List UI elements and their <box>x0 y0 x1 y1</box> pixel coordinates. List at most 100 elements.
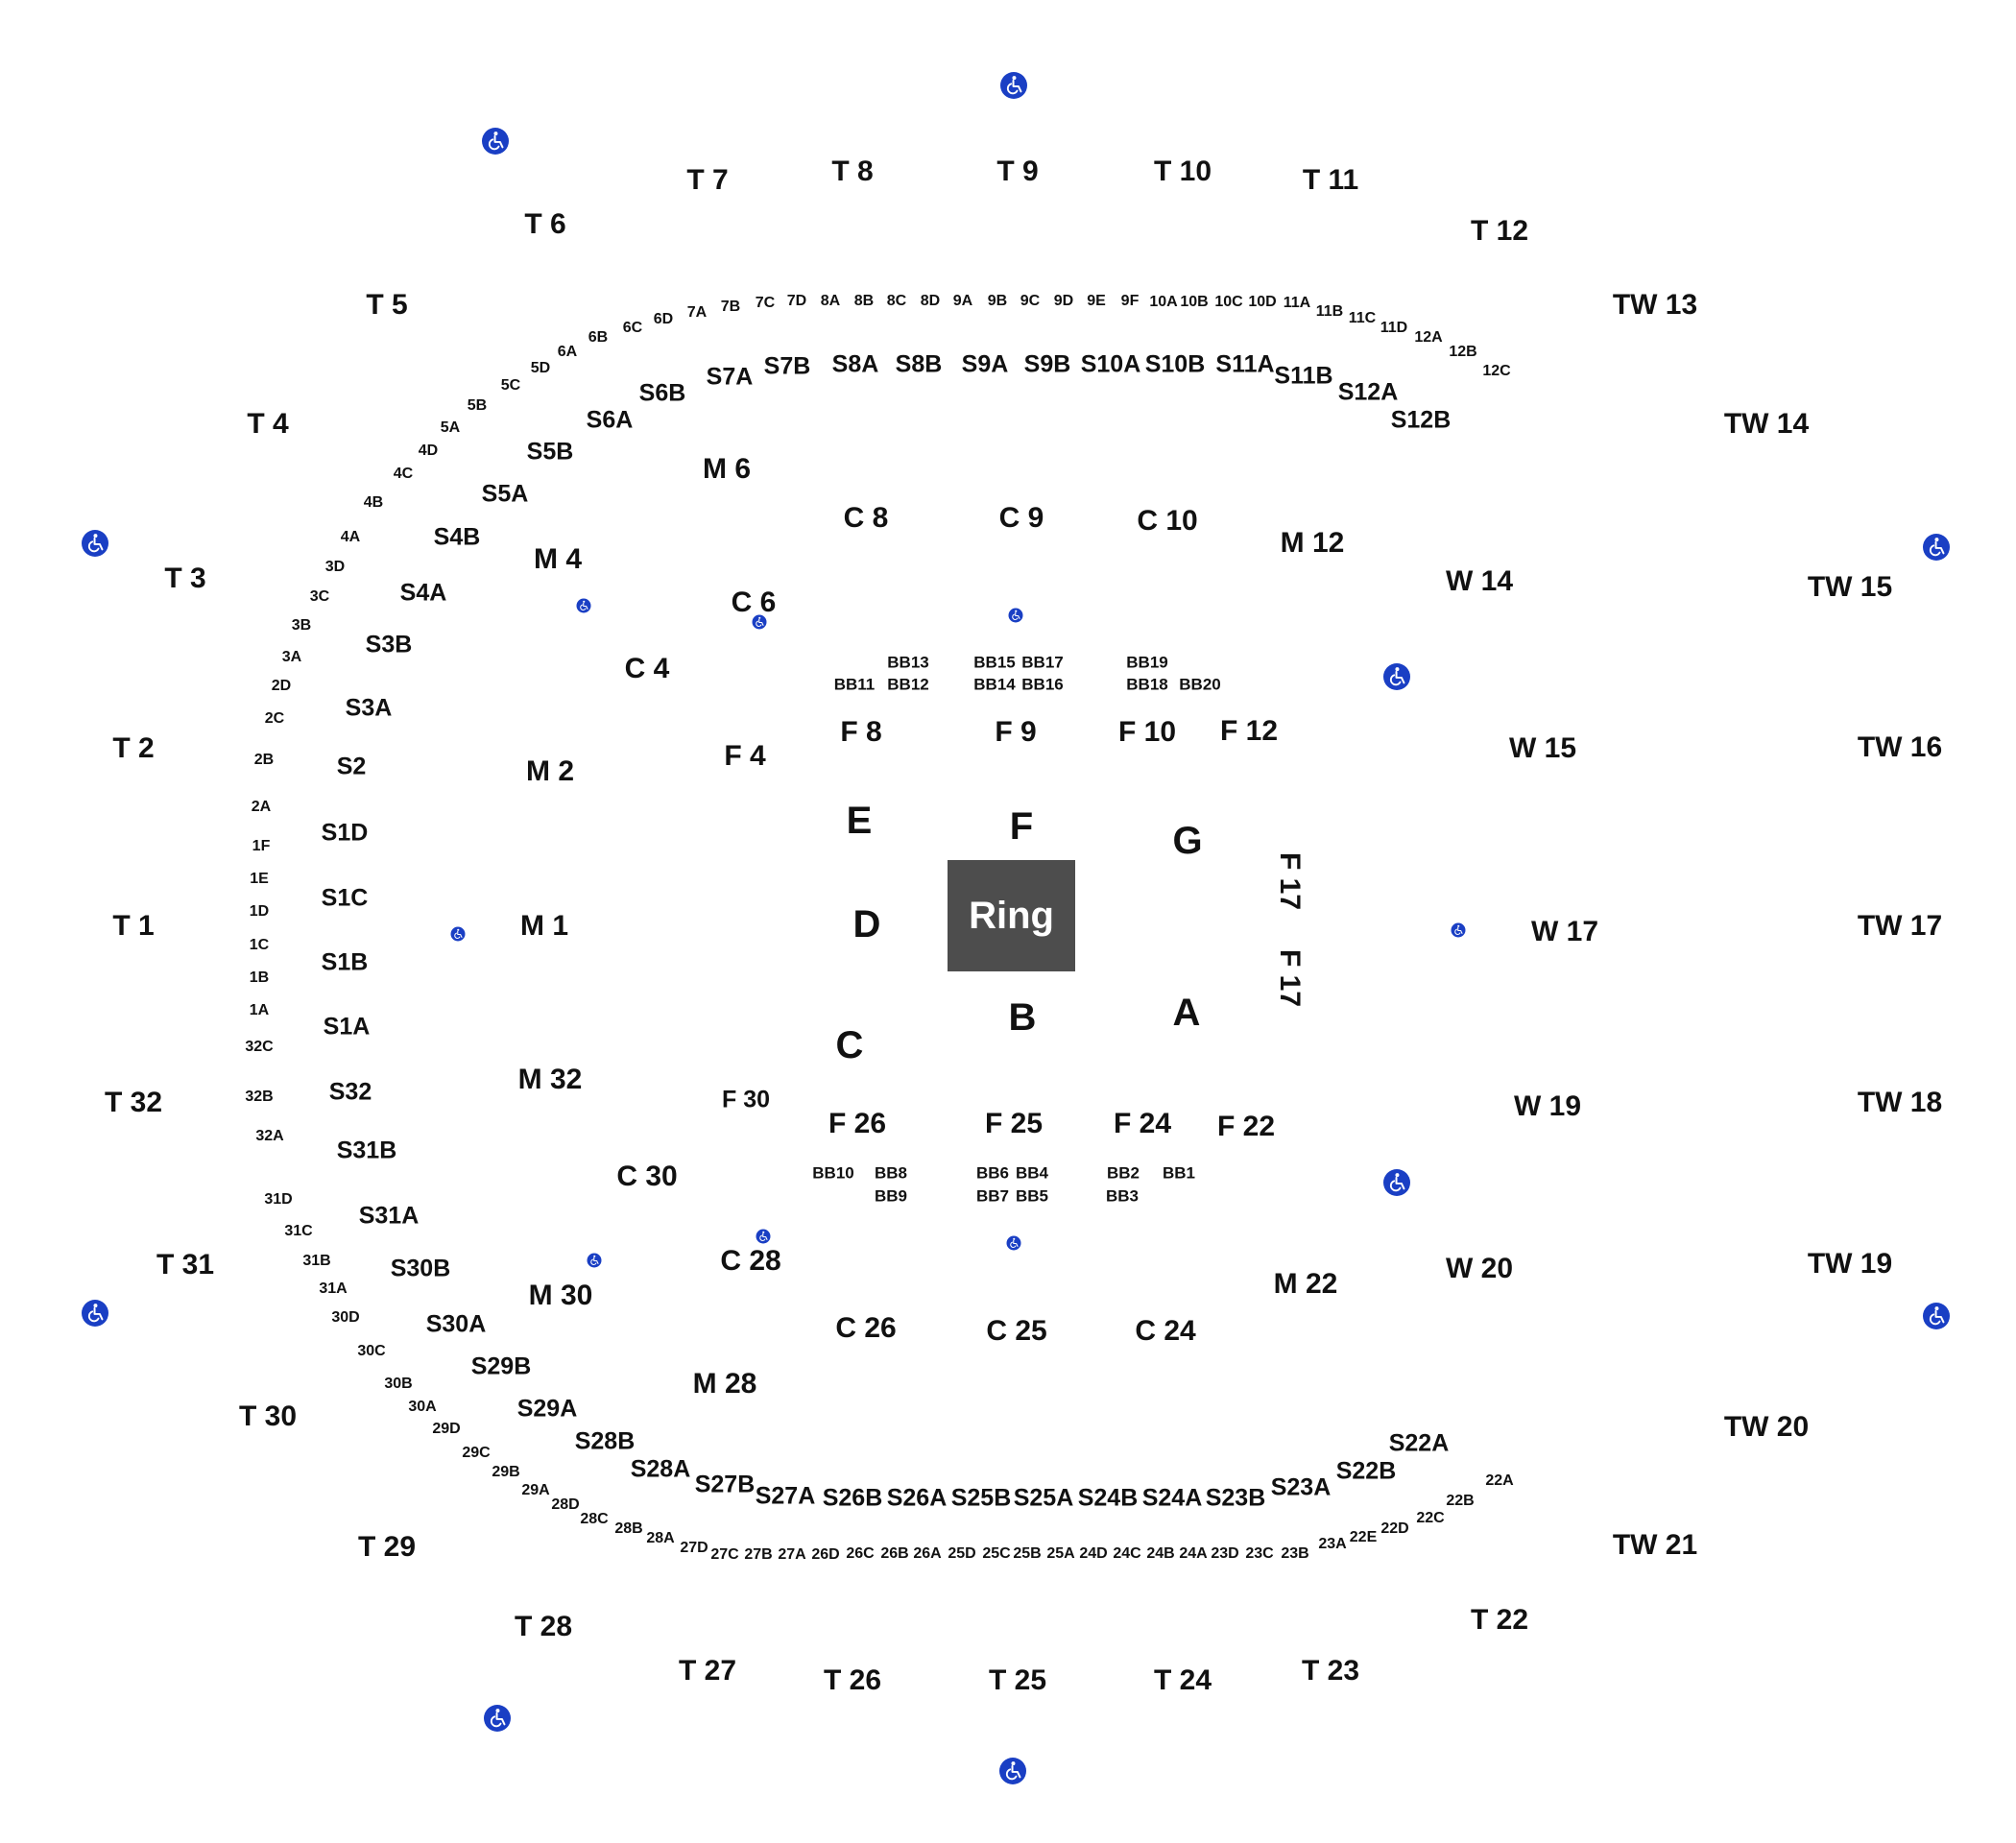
section-loges[interactable]: 1A <box>249 1002 270 1018</box>
section-loges[interactable]: 28B <box>614 1520 643 1537</box>
section-boxes[interactable]: BB3 <box>1105 1186 1140 1206</box>
section-loges[interactable]: 31C <box>284 1223 313 1239</box>
section-loges[interactable]: 11C <box>1348 310 1377 326</box>
section-loges[interactable]: 30C <box>357 1343 386 1359</box>
section-suites[interactable]: S3A <box>345 694 393 722</box>
section-loges[interactable]: 4C <box>393 466 414 482</box>
section-loges[interactable]: 26B <box>880 1545 909 1562</box>
section-suites[interactable]: S7B <box>763 352 811 380</box>
section-suites[interactable]: S22B <box>1335 1457 1397 1485</box>
section-suites[interactable]: S27B <box>694 1471 756 1498</box>
section-loges[interactable]: 31D <box>264 1191 293 1208</box>
section-tier-f[interactable]: F 17 <box>1274 851 1306 911</box>
section-loges[interactable]: 8D <box>920 293 941 309</box>
section-tier-t[interactable]: T 30 <box>238 1400 298 1432</box>
section-loges[interactable]: 27D <box>680 1540 708 1556</box>
section-suites[interactable]: S22A <box>1388 1429 1450 1457</box>
section-loges[interactable]: 5A <box>440 419 461 436</box>
section-boxes[interactable]: BB9 <box>874 1186 908 1206</box>
section-tier-f[interactable]: F 22 <box>1216 1111 1276 1142</box>
section-loges[interactable]: 2C <box>264 710 285 727</box>
section-tier-tw[interactable]: TW 17 <box>1857 910 1943 942</box>
section-tier-c[interactable]: C 26 <box>835 1312 897 1344</box>
section-suites[interactable]: S8A <box>831 350 879 378</box>
section-loges[interactable]: 29B <box>492 1464 520 1480</box>
section-suites[interactable]: S4A <box>399 579 447 607</box>
wheelchair-accessible-icon[interactable] <box>1923 1303 1950 1329</box>
section-suites[interactable]: S12A <box>1337 378 1399 406</box>
section-suites[interactable]: S26B <box>822 1484 883 1512</box>
section-boxes[interactable]: BB7 <box>975 1186 1010 1206</box>
section-loges[interactable]: 1F <box>252 838 271 854</box>
section-loges[interactable]: 28D <box>551 1496 580 1513</box>
section-loges[interactable]: 10A <box>1149 294 1178 310</box>
section-tier-f[interactable]: F 9 <box>995 716 1037 748</box>
wheelchair-accessible-icon[interactable] <box>482 128 509 155</box>
section-loges[interactable]: 5B <box>467 397 488 414</box>
section-loges[interactable]: 3C <box>309 588 330 605</box>
section-tier-t[interactable]: T 29 <box>357 1531 417 1563</box>
wheelchair-accessible-icon[interactable] <box>756 1229 771 1244</box>
section-loges[interactable]: 32C <box>245 1039 274 1055</box>
section-floor-letters[interactable]: E <box>846 800 873 842</box>
wheelchair-accessible-icon[interactable] <box>752 614 767 630</box>
section-loges[interactable]: 23D <box>1211 1545 1239 1562</box>
section-suites[interactable]: S1D <box>321 819 369 847</box>
section-tier-m[interactable]: M 32 <box>517 1064 583 1095</box>
section-loges[interactable]: 26C <box>846 1545 875 1562</box>
section-loges[interactable]: 6A <box>557 344 578 360</box>
section-suites[interactable]: S29A <box>516 1395 578 1423</box>
section-tier-c[interactable]: C 4 <box>624 653 670 684</box>
section-suites[interactable]: S28A <box>630 1455 691 1483</box>
section-loges[interactable]: 32A <box>255 1128 284 1144</box>
section-loges[interactable]: 11B <box>1315 303 1344 320</box>
section-tier-m[interactable]: M 2 <box>525 755 575 787</box>
section-floor-letters[interactable]: D <box>852 903 881 945</box>
wheelchair-accessible-icon[interactable] <box>1000 72 1027 99</box>
section-loges[interactable]: 25D <box>948 1545 976 1562</box>
section-tier-m[interactable]: M 30 <box>528 1280 593 1311</box>
section-suites[interactable]: S29B <box>470 1352 532 1380</box>
section-loges[interactable]: 22B <box>1446 1493 1475 1509</box>
section-tier-t[interactable]: T 11 <box>1302 164 1359 196</box>
section-suites[interactable]: S31B <box>336 1137 397 1164</box>
section-loges[interactable]: 2B <box>253 752 275 768</box>
section-loges[interactable]: 30B <box>384 1376 413 1392</box>
section-suites[interactable]: S6B <box>638 379 686 407</box>
section-loges[interactable]: 22E <box>1349 1529 1378 1545</box>
section-tier-c[interactable]: C 6 <box>731 586 777 618</box>
section-tier-w[interactable]: W 17 <box>1530 916 1599 947</box>
section-suites[interactable]: S3B <box>365 631 413 658</box>
section-boxes[interactable]: BB10 <box>812 1163 854 1183</box>
section-tier-w[interactable]: W 14 <box>1445 565 1514 597</box>
section-boxes[interactable]: BB11 <box>833 675 876 694</box>
section-boxes[interactable]: BB20 <box>1179 675 1221 694</box>
section-boxes[interactable]: BB16 <box>1021 675 1064 694</box>
section-tier-f[interactable]: F 8 <box>840 716 882 748</box>
section-suites[interactable]: S4B <box>433 523 481 551</box>
section-loges[interactable]: 7D <box>786 293 807 309</box>
section-loges[interactable]: 28C <box>580 1511 609 1527</box>
section-loges[interactable]: 2A <box>251 799 272 815</box>
section-suites[interactable]: S24B <box>1077 1484 1139 1512</box>
section-loges[interactable]: 8B <box>853 293 875 309</box>
section-suites[interactable]: S1C <box>321 884 369 912</box>
section-suites[interactable]: S5A <box>481 480 529 508</box>
section-loges[interactable]: 29A <box>521 1482 550 1498</box>
wheelchair-accessible-icon[interactable] <box>587 1253 602 1268</box>
section-tier-tw[interactable]: TW 18 <box>1857 1087 1943 1118</box>
section-loges[interactable]: 11A <box>1283 295 1311 311</box>
section-tier-t[interactable]: T 10 <box>1153 156 1212 187</box>
section-suites[interactable]: S6A <box>586 406 634 434</box>
section-loges[interactable]: 10B <box>1180 294 1209 310</box>
section-tier-t[interactable]: T 25 <box>988 1664 1047 1696</box>
section-tier-f[interactable]: F 10 <box>1117 716 1177 748</box>
section-loges[interactable]: 31A <box>319 1281 348 1297</box>
section-suites[interactable]: S9A <box>961 350 1009 378</box>
section-loges[interactable]: 23A <box>1318 1536 1347 1552</box>
section-loges[interactable]: 24B <box>1146 1545 1175 1562</box>
section-tier-w[interactable]: W 19 <box>1513 1090 1582 1122</box>
wheelchair-accessible-icon[interactable] <box>450 926 466 942</box>
section-tier-tw[interactable]: TW 20 <box>1723 1411 1810 1443</box>
section-boxes[interactable]: BB15 <box>973 653 1016 672</box>
